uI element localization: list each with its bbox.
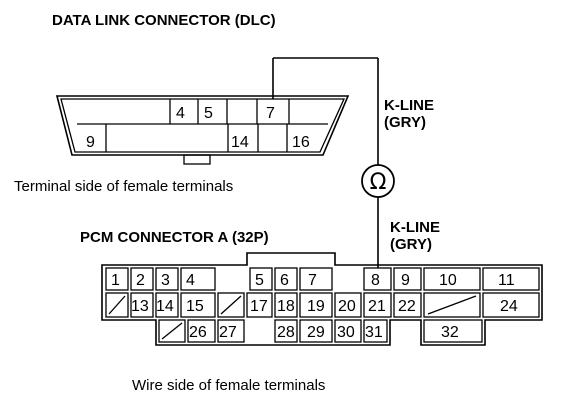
pcm-pin-14: 14	[156, 298, 174, 315]
pcm-pin-18: 18	[277, 298, 295, 315]
k-line-color-bottom: (GRY)	[390, 236, 432, 253]
dlc-connector: 4 5 7 9 14 16	[55, 95, 350, 165]
pcm-pin-22: 22	[398, 298, 416, 315]
pcm-outline	[101, 252, 543, 346]
dlc-title: DATA LINK CONNECTOR (DLC)	[52, 12, 276, 29]
k-line-label-top: K-LINE	[384, 97, 434, 114]
dlc-pin-5: 5	[204, 105, 213, 122]
pcm-pin-21: 21	[368, 298, 386, 315]
pcm-pin-15: 15	[186, 298, 204, 315]
dlc-pin-4: 4	[176, 105, 185, 122]
pcm-pin-27: 27	[219, 324, 237, 341]
empty-cavity-slash	[108, 295, 126, 315]
pcm-pin-11: 11	[498, 272, 515, 289]
pcm-pin-9: 9	[401, 272, 410, 289]
pcm-pin-5: 5	[255, 272, 264, 289]
pcm-pin-4: 4	[186, 272, 195, 289]
pcm-pin-13: 13	[131, 298, 149, 315]
dlc-pin-14: 14	[231, 134, 249, 151]
pcm-pin-8: 8	[371, 272, 380, 289]
empty-cavity-slash	[427, 295, 477, 315]
pcm-pin-17: 17	[250, 298, 268, 315]
ohm-icon: Ω	[370, 170, 387, 195]
pcm-pin-31: 31	[365, 324, 383, 341]
dlc-locking-tab	[183, 154, 211, 165]
pcm-pin-29: 29	[307, 324, 325, 341]
pcm-caption: Wire side of female terminals	[132, 377, 325, 394]
empty-cavity-slash	[161, 322, 183, 340]
pcm-pin-32: 32	[441, 324, 459, 341]
pcm-pin-6: 6	[280, 272, 289, 289]
dlc-pin-7: 7	[266, 105, 275, 122]
pcm-pin-30: 30	[337, 324, 355, 341]
pcm-connector: 1 2 3 4 5 6 7 8 9 10 11 13 14 15 17 18 1…	[101, 252, 543, 346]
k-line-color-top: (GRY)	[384, 114, 426, 131]
dlc-inner-outline	[60, 98, 346, 153]
pcm-pin-1: 1	[111, 272, 120, 289]
dlc-pin-9: 9	[86, 134, 95, 151]
dlc-outline	[55, 95, 350, 156]
pcm-pin-26: 26	[189, 324, 207, 341]
pcm-pin-28: 28	[277, 324, 295, 341]
k-line-probe-wire: Ω	[272, 57, 395, 277]
pcm-pin-10: 10	[439, 272, 457, 289]
pcm-title: PCM CONNECTOR A (32P)	[80, 229, 269, 246]
pcm-pin-2: 2	[136, 272, 145, 289]
empty-cavity-slash	[220, 295, 242, 315]
pcm-pin-24: 24	[500, 298, 518, 315]
pcm-pin-3: 3	[161, 272, 170, 289]
pcm-pin-19: 19	[307, 298, 325, 315]
pcm-pin-7: 7	[308, 272, 317, 289]
dlc-pin-16: 16	[292, 134, 310, 151]
pcm-pin-20: 20	[338, 298, 356, 315]
ohmmeter	[361, 164, 395, 198]
dlc-caption: Terminal side of female terminals	[14, 178, 233, 195]
k-line-label-bottom: K-LINE	[390, 219, 440, 236]
